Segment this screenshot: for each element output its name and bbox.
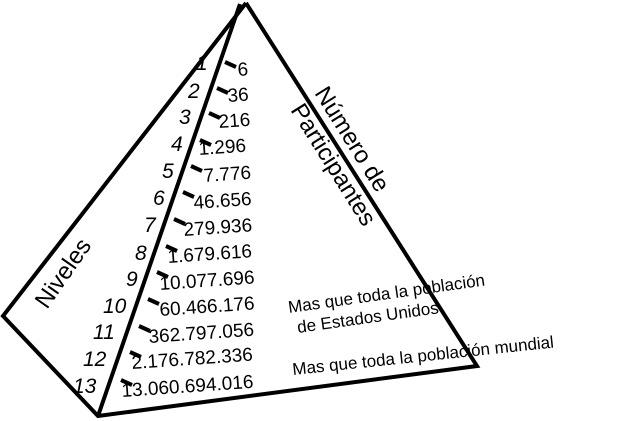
level-number: 11 <box>93 321 115 344</box>
participant-count: 362.797.056 <box>148 320 255 348</box>
level-number: 6 <box>153 187 165 210</box>
level-number: 3 <box>179 106 191 129</box>
level-number: 5 <box>162 160 174 183</box>
participant-count: 216 <box>218 110 251 133</box>
level-number: 9 <box>126 268 138 291</box>
participant-count: 46.656 <box>193 189 252 214</box>
participant-count: 36 <box>227 85 250 107</box>
level-number: 4 <box>171 133 183 156</box>
level-number: 13 <box>73 375 97 398</box>
levels-axis-label: Niveles <box>30 233 97 313</box>
level-ticks <box>120 60 237 387</box>
participant-count: 6 <box>237 59 249 81</box>
level-numbers: 1 2 3 4 5 6 7 8 9 10 11 12 13 <box>73 52 208 398</box>
pyramid-outline <box>0 1 481 419</box>
participant-count: 7.776 <box>203 163 252 187</box>
participant-count: 1.679.616 <box>167 241 253 268</box>
level-number: 10 <box>103 295 127 318</box>
participant-count: 60.466.176 <box>159 293 255 321</box>
annotations: Mas que toda la población de Estados Uni… <box>287 271 555 379</box>
level-number: 1 <box>196 52 208 75</box>
participant-count: 2.176.782.336 <box>131 345 254 374</box>
level-number: 12 <box>83 348 107 371</box>
participant-count: 10.077.696 <box>159 267 255 295</box>
level-number: 2 <box>187 80 200 103</box>
level-number: 7 <box>144 214 157 237</box>
level-number: 8 <box>135 242 147 265</box>
participant-count: 1.296 <box>198 136 247 160</box>
participant-count: 279.936 <box>183 215 253 241</box>
